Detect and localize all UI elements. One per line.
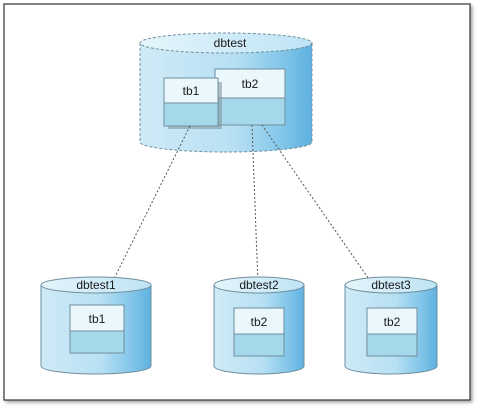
source-table-tb1-label: tb1 bbox=[183, 84, 200, 98]
dbtest1-table-label: tb1 bbox=[89, 312, 106, 326]
target-database-dbtest1: dbtest1 tb1 bbox=[40, 276, 152, 375]
dbtest1-table: tb1 bbox=[69, 304, 125, 354]
source-database: dbtest tb2 tb1 bbox=[139, 32, 313, 153]
dbtest2-label: dbtest2 bbox=[239, 278, 279, 292]
source-table-tb2-label: tb2 bbox=[242, 77, 259, 91]
source-table-tb1: tb1 bbox=[163, 77, 222, 129]
connector-tb2-to-dbtest2 bbox=[251, 124, 263, 313]
dbtest3-label: dbtest3 bbox=[371, 278, 411, 292]
target-database-dbtest3: dbtest3 tb2 bbox=[344, 276, 438, 375]
source-db-label: dbtest bbox=[214, 36, 247, 50]
dbtest2-table: tb2 bbox=[233, 307, 285, 357]
target-database-dbtest2: dbtest2 tb2 bbox=[213, 276, 305, 375]
dbtest3-table: tb2 bbox=[366, 307, 418, 357]
dbtest1-label: dbtest1 bbox=[76, 278, 116, 292]
dbtest2-table-label: tb2 bbox=[251, 315, 268, 329]
dbtest3-table-label: tb2 bbox=[384, 315, 401, 329]
source-table-tb2: tb2 bbox=[214, 68, 286, 126]
